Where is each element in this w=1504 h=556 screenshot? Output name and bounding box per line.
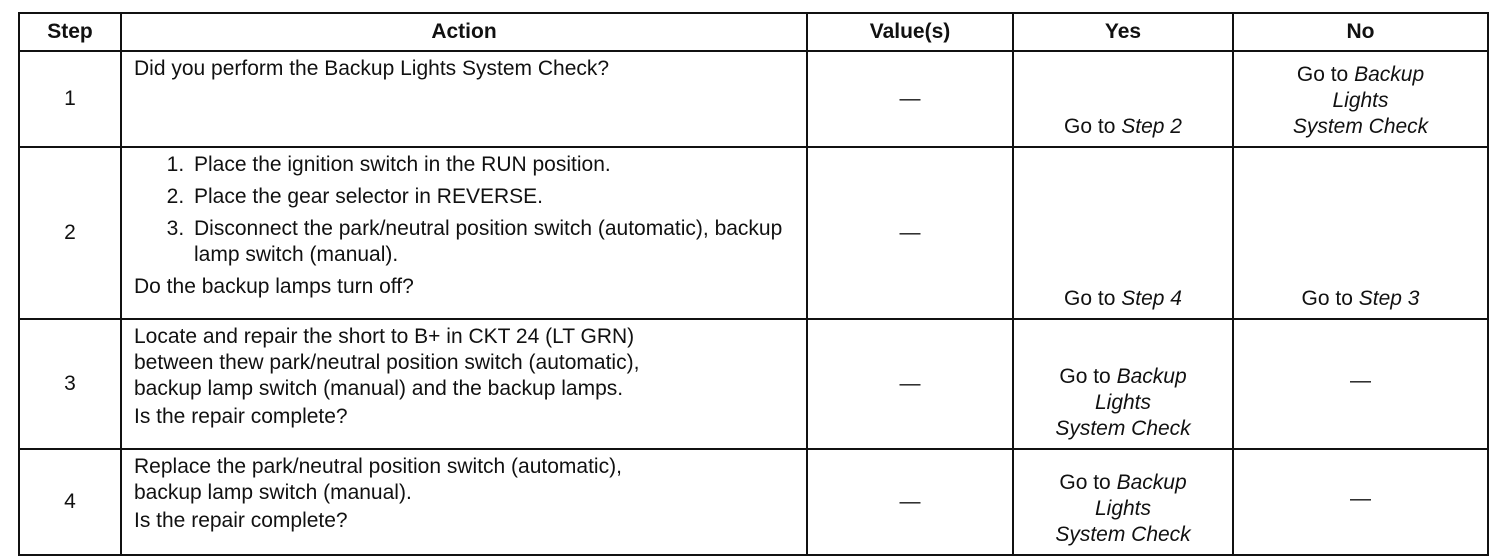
action-step: Place the gear selector in REVERSE. <box>190 184 798 210</box>
yes-cell: Go to Step 2 <box>1012 50 1234 148</box>
header-yes: Yes <box>1012 12 1234 52</box>
action-cell: Replace the park/neutral position switch… <box>120 448 808 556</box>
step-number: 4 <box>18 448 122 556</box>
action-cell: Place the ignition switch in the RUN pos… <box>120 146 808 320</box>
goto-target: Backup <box>1116 471 1187 494</box>
action-text: Replace the park/neutral position switch… <box>134 455 622 478</box>
header-values: Value(s) <box>806 12 1014 52</box>
diagnostic-table: Step Action Value(s) Yes No 1 Did you pe… <box>18 12 1489 556</box>
yes-cell: Go to Backup Lights System Check <box>1012 448 1234 556</box>
goto-prefix: Go to <box>1059 365 1111 388</box>
no-cell: — <box>1232 448 1489 556</box>
yes-cell: Go to Backup Lights System Check <box>1012 318 1234 450</box>
action-cell: Locate and repair the short to B+ in CKT… <box>120 318 808 450</box>
value-cell: — <box>806 50 1014 148</box>
action-question: Do the backup lamps turn off? <box>134 275 414 298</box>
table-row: 2 Place the ignition switch in the RUN p… <box>18 146 1489 320</box>
goto-target: Step 3 <box>1358 287 1420 310</box>
goto-target: System Check <box>1292 115 1429 138</box>
goto-target: Step 4 <box>1121 287 1182 310</box>
goto-prefix: Go to <box>1064 115 1116 138</box>
goto-target: Step 2 <box>1121 115 1182 138</box>
value-cell: — <box>806 146 1014 320</box>
step-number: 1 <box>18 50 122 148</box>
goto-target: Lights <box>1094 391 1152 414</box>
goto-target: Lights <box>1332 89 1389 112</box>
table-row: 3 Locate and repair the short to B+ in C… <box>18 318 1489 450</box>
value-cell: — <box>806 448 1014 556</box>
action-question: Is the repair complete? <box>134 405 348 428</box>
goto-prefix: Go to <box>1296 63 1349 86</box>
goto-target: System Check <box>1055 417 1191 440</box>
action-text: Locate and repair the short to B+ in CKT… <box>134 325 635 348</box>
yes-cell: Go to Step 4 <box>1012 146 1234 320</box>
goto-prefix: Go to <box>1059 471 1111 494</box>
goto-prefix: Go to <box>1301 287 1353 310</box>
action-text: backup lamp switch (manual) and the back… <box>134 377 624 400</box>
header-no: No <box>1232 12 1489 52</box>
action-step: Disconnect the park/neutral position swi… <box>190 216 798 268</box>
header-action: Action <box>120 12 808 52</box>
goto-target: System Check <box>1055 523 1191 546</box>
table-row: 4 Replace the park/neutral position swit… <box>18 448 1489 556</box>
step-number: 3 <box>18 318 122 450</box>
action-text: Did you perform the Backup Lights System… <box>134 57 610 80</box>
action-question: Is the repair complete? <box>134 509 348 532</box>
no-cell: Go to Backup Lights System Check <box>1232 50 1489 148</box>
value-cell: — <box>806 318 1014 450</box>
goto-target: Backup <box>1116 365 1187 388</box>
action-text: backup lamp switch (manual). <box>134 481 412 504</box>
action-text: between thew park/neutral position switc… <box>134 351 640 374</box>
table-row: 1 Did you perform the Backup Lights Syst… <box>18 50 1489 148</box>
goto-prefix: Go to <box>1064 287 1116 310</box>
header-step: Step <box>18 12 122 52</box>
action-step: Place the ignition switch in the RUN pos… <box>190 152 798 178</box>
no-cell: — <box>1232 318 1489 450</box>
action-cell: Did you perform the Backup Lights System… <box>120 50 808 148</box>
goto-target: Lights <box>1094 497 1152 520</box>
table-header-row: Step Action Value(s) Yes No <box>18 12 1489 52</box>
goto-target: Backup <box>1354 63 1425 86</box>
step-number: 2 <box>18 146 122 320</box>
action-steps-list: Place the ignition switch in the RUN pos… <box>134 152 798 268</box>
no-cell: Go to Step 3 <box>1232 146 1489 320</box>
